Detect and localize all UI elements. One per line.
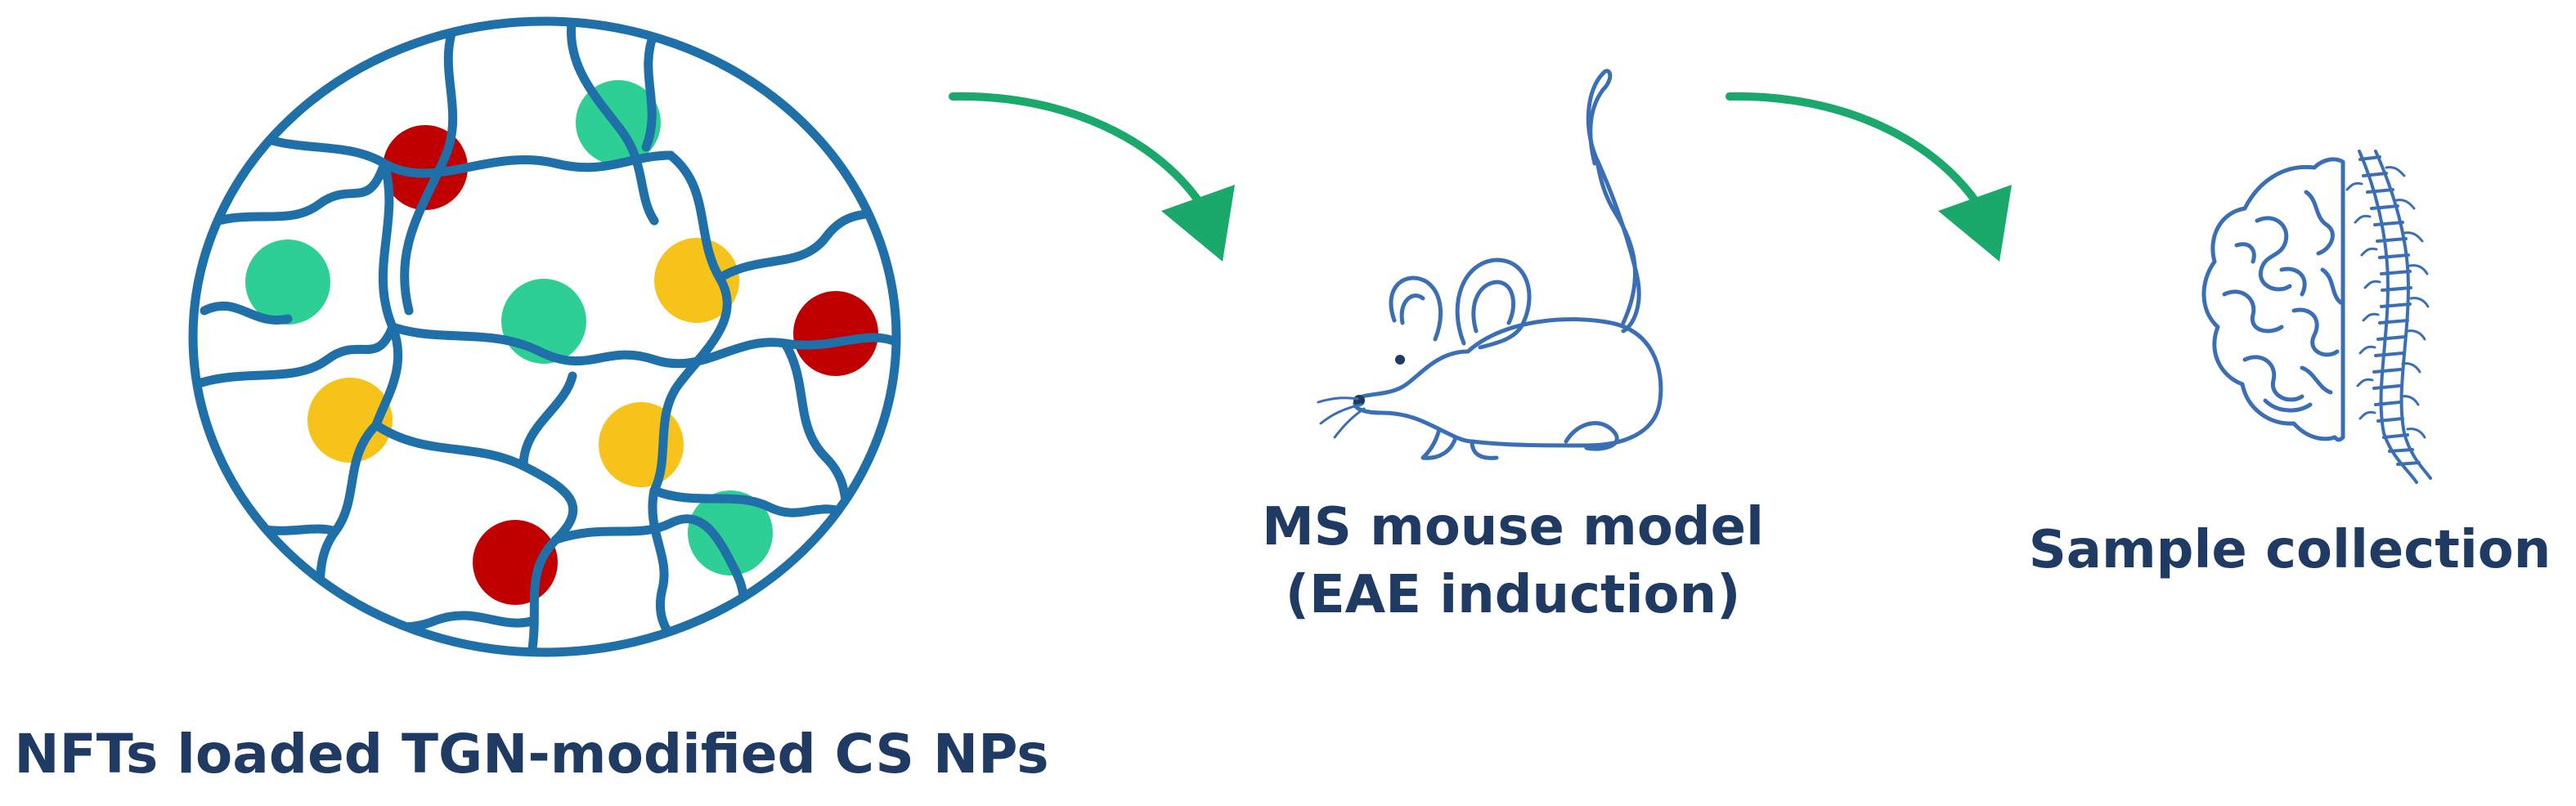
mouse-model-label-line1: MS mouse model	[1262, 497, 1764, 557]
mouse-model-label-line2: (EAE induction)	[1285, 565, 1741, 626]
sample-collection-label: Sample collection	[2028, 520, 2551, 580]
spine-icon	[2345, 150, 2432, 484]
mouse-model-label: MS mouse model (EAE induction)	[1178, 494, 1848, 629]
nanoparticle-boundary	[188, 16, 901, 657]
particle-red	[793, 291, 878, 376]
particle-yellow	[599, 402, 684, 487]
particle-green	[245, 240, 330, 325]
particle-yellow	[307, 378, 393, 463]
nanoparticle-label: NFTs loaded TGN-modified CS NPs	[14, 723, 1049, 786]
mouse-icon	[1317, 69, 1663, 460]
curved-arrow-icon	[1726, 92, 2012, 262]
particle-yellow	[654, 238, 739, 323]
curved-arrow-icon	[949, 92, 1235, 262]
nanoparticle-network-icon	[188, 16, 901, 657]
brain-icon	[2201, 157, 2345, 442]
particle-green	[688, 490, 773, 575]
